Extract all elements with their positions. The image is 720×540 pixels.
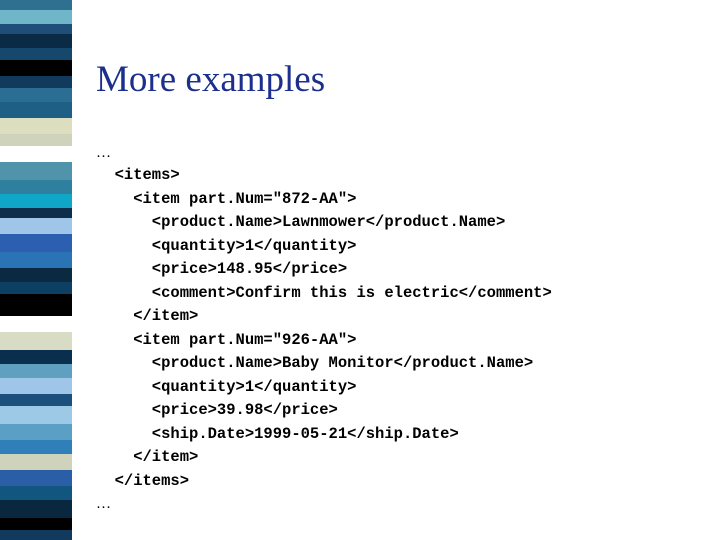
ribbon-band: [0, 316, 72, 332]
ribbon-band: [0, 48, 72, 60]
ribbon-band: [0, 162, 72, 180]
code-line: <comment>Confirm this is electric</comme…: [96, 283, 552, 302]
ribbon-band: [0, 194, 72, 208]
ribbon-band: [0, 134, 72, 146]
ribbon-band: [0, 530, 72, 540]
ribbon-band: [0, 102, 72, 118]
code-line: </items>: [96, 471, 190, 490]
xml-code-block: <items> <item part.Num="872-AA"> <produc…: [96, 164, 696, 493]
ribbon-band: [0, 470, 72, 486]
ribbon-band: [0, 282, 72, 294]
trailing-ellipsis: …: [96, 496, 111, 512]
ribbon-band: [0, 268, 72, 282]
ribbon-band: [0, 294, 72, 316]
ribbon-band: [0, 350, 72, 364]
ribbon-band: [0, 500, 72, 518]
slide-body: … <items> <item part.Num="872-AA"> <prod…: [96, 142, 696, 515]
code-line: </item>: [96, 307, 199, 325]
ribbon-band: [0, 180, 72, 194]
ribbon-band: [0, 24, 72, 34]
ribbon-band: [0, 332, 72, 350]
ribbon-band: [0, 208, 72, 218]
ribbon-band: [0, 518, 72, 530]
ribbon-band: [0, 486, 72, 500]
ribbon-band: [0, 364, 72, 378]
ribbon-band: [0, 454, 72, 470]
code-line: <item part.Num="926-AA">: [96, 330, 357, 349]
code-line: <quantity>1</quantity>: [96, 236, 357, 255]
code-line: <items>: [96, 166, 180, 184]
ribbon-band: [0, 0, 72, 10]
leading-ellipsis: …: [96, 145, 111, 161]
code-line: <product.Name>Lawnmower</product.Name>: [96, 213, 506, 231]
code-line: <item part.Num="872-AA">: [96, 189, 357, 208]
page-title: More examples: [96, 59, 326, 100]
ribbon-band: [0, 378, 72, 394]
ribbon-band: [0, 10, 72, 24]
decorative-left-ribbon: [0, 0, 72, 540]
ribbon-band: [0, 60, 72, 76]
ribbon-band: [0, 218, 72, 234]
code-line: <price>39.98</price>: [96, 401, 338, 419]
code-line: <price>148.95</price>: [96, 260, 348, 278]
ribbon-band: [0, 34, 72, 48]
ribbon-band: [0, 252, 72, 268]
ribbon-band: [0, 394, 72, 406]
ribbon-band: [0, 118, 72, 134]
code-line: <ship.Date>1999-05-21</ship.Date>: [96, 424, 459, 443]
ribbon-band: [0, 406, 72, 424]
ribbon-band: [0, 440, 72, 454]
code-line: </item>: [96, 448, 199, 466]
code-line: <quantity>1</quantity>: [96, 377, 357, 396]
ribbon-band: [0, 146, 72, 162]
ribbon-band: [0, 424, 72, 440]
ribbon-band: [0, 76, 72, 88]
ribbon-band: [0, 234, 72, 252]
code-line: <product.Name>Baby Monitor</product.Name…: [96, 354, 534, 372]
ribbon-band: [0, 88, 72, 102]
